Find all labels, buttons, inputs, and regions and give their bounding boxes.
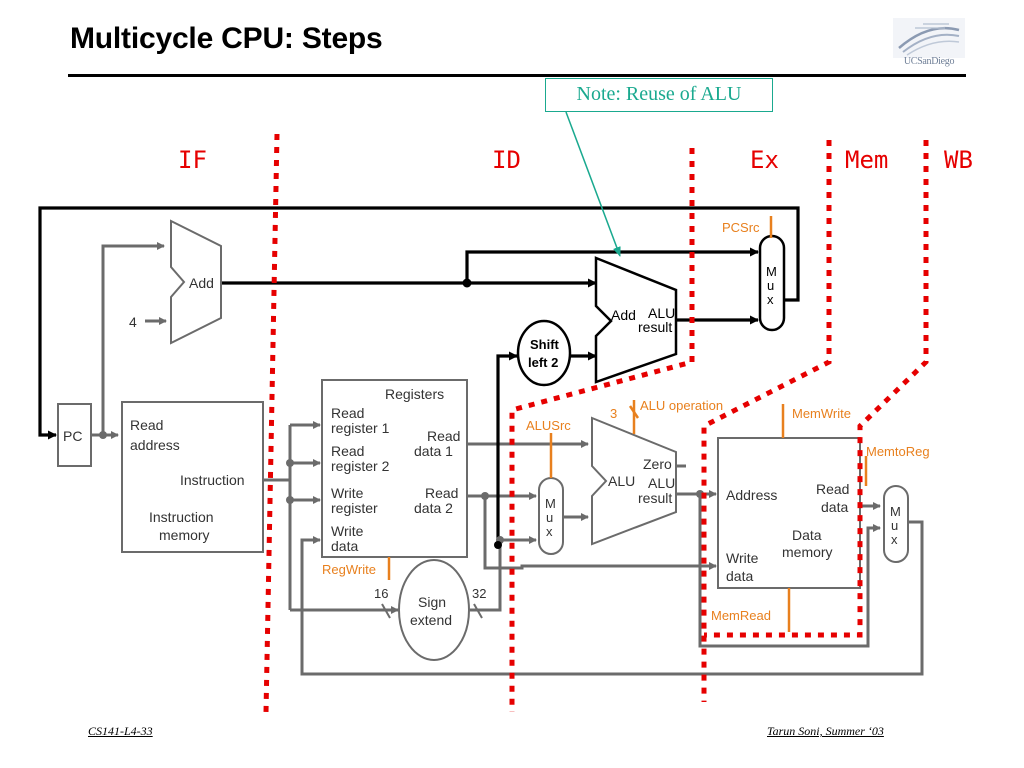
alu-result-1: ALU xyxy=(648,475,675,491)
write-data-b: data xyxy=(331,538,358,554)
memtoreg-mux-x: x xyxy=(891,532,898,547)
dmem-name-2: memory xyxy=(782,544,833,560)
svg-text:Read: Read xyxy=(130,417,163,433)
dmem-name-1: Data xyxy=(792,527,822,543)
branch-alu-1: ALU xyxy=(648,305,675,321)
title-rule xyxy=(68,74,966,77)
footer-course: CS141-L4-33 xyxy=(88,724,153,738)
memtoreg-mux-u: u xyxy=(891,518,898,533)
datapath-wires xyxy=(91,242,924,676)
logo-text: UCSanDiego xyxy=(903,56,955,67)
svg-text:memory: memory xyxy=(159,527,210,543)
read-data-2b: data 2 xyxy=(414,500,453,516)
stage-label-wb: WB xyxy=(944,146,973,174)
dmem-read-data-1: Read xyxy=(816,481,849,497)
stage-dividers xyxy=(263,133,929,713)
svg-text:Instruction: Instruction xyxy=(149,509,214,525)
pcsrc-label: PCSrc xyxy=(722,220,760,235)
alu-op-bits: 3 xyxy=(610,406,617,421)
main-alu-label: ALU xyxy=(608,473,635,489)
memtoreg-label: MemtoReg xyxy=(866,444,930,459)
pc-adder-label: Add xyxy=(189,275,214,291)
instruction-memory xyxy=(121,401,264,553)
alusrc-label: ALUSrc xyxy=(526,418,571,433)
stage-label-mem: Mem xyxy=(845,146,889,174)
dmem-write-data-2: data xyxy=(726,568,753,584)
dmem-address-label: Address xyxy=(726,487,777,503)
imem-read-address-1: Read xyxy=(130,417,163,433)
sign-extend-2: extend xyxy=(410,612,452,628)
alu-result-2: result xyxy=(638,490,672,506)
main-alu xyxy=(591,416,677,546)
divider-mem-wb xyxy=(704,140,929,638)
branch-adder-label: Add xyxy=(611,307,636,323)
data-memory xyxy=(717,437,861,589)
stage-label-id: ID xyxy=(492,146,521,174)
alu-zero-label: Zero xyxy=(643,456,672,472)
dmem-read-data-2: data xyxy=(821,499,848,515)
read-register-2a: Read xyxy=(331,443,364,459)
ucsd-logo-icon xyxy=(893,18,965,58)
bits-16-label: 16 xyxy=(374,586,388,601)
read-register-2b: register 2 xyxy=(331,458,390,474)
read-register-1a: Read xyxy=(331,405,364,421)
pcsrc-mux-u: u xyxy=(767,278,774,293)
read-data-2a: Read xyxy=(425,485,458,501)
imem-read-address-2: address xyxy=(130,437,180,453)
imem-instruction-label: Instruction xyxy=(180,472,245,488)
ucsd-logo: UCSanDiego xyxy=(893,18,965,74)
pc-label: PC xyxy=(63,428,82,444)
pc-adder xyxy=(170,219,222,345)
memtoreg-mux-m: M xyxy=(890,504,901,519)
register-file xyxy=(321,379,468,558)
stage-label-ex: Ex xyxy=(750,146,779,174)
write-register-b: register xyxy=(331,500,378,516)
bits-32-label: 32 xyxy=(472,586,486,601)
branch-adder xyxy=(594,256,678,384)
slide-title: Multicycle CPU: Steps xyxy=(70,22,383,55)
shift-left-2 xyxy=(516,319,572,387)
alusrc-mux-m: M xyxy=(545,496,556,511)
note-arrow xyxy=(565,111,621,257)
registers-title: Registers xyxy=(385,386,444,402)
regwrite-label: RegWrite xyxy=(322,562,376,577)
stage-label-if: IF xyxy=(178,146,207,174)
sign-extend xyxy=(398,559,470,661)
control-signals xyxy=(387,216,868,632)
constant-four: 4 xyxy=(129,314,137,330)
branch-alu-2: result xyxy=(638,319,672,335)
sign-extend-1: Sign xyxy=(418,594,446,610)
memread-label: MemRead xyxy=(711,608,771,623)
imem-name-2: memory xyxy=(159,527,210,543)
footer-author: Tarun Soni, Summer ‘03 xyxy=(767,724,884,738)
pcsrc-mux-m: M xyxy=(766,264,777,279)
alu-operation-label: ALU operation xyxy=(640,398,723,413)
active-wires xyxy=(38,206,800,545)
memwrite-label: MemWrite xyxy=(792,406,851,421)
memtoreg-mux xyxy=(883,485,909,563)
shift-left-1: Shift xyxy=(530,337,560,352)
pc-register xyxy=(57,403,92,467)
shift-left-2-label: left 2 xyxy=(528,355,558,370)
divider-id-ex xyxy=(509,148,695,712)
svg-text:address: address xyxy=(130,437,180,453)
junction-dots xyxy=(99,278,704,549)
divider-if-id xyxy=(263,133,280,713)
write-data-a: Write xyxy=(331,523,364,539)
read-data-1a: Read xyxy=(427,428,460,444)
read-register-1b: register 1 xyxy=(331,420,390,436)
pcsrc-mux-x: x xyxy=(767,292,774,307)
dmem-write-data-1: Write xyxy=(726,550,759,566)
write-register-a: Write xyxy=(331,485,364,501)
read-data-1b: data 1 xyxy=(414,443,453,459)
note-box: Note: Reuse of ALU xyxy=(545,78,773,112)
alusrc-mux-x: x xyxy=(546,524,553,539)
alusrc-mux-u: u xyxy=(546,510,553,525)
imem-name-1: Instruction xyxy=(149,509,214,525)
